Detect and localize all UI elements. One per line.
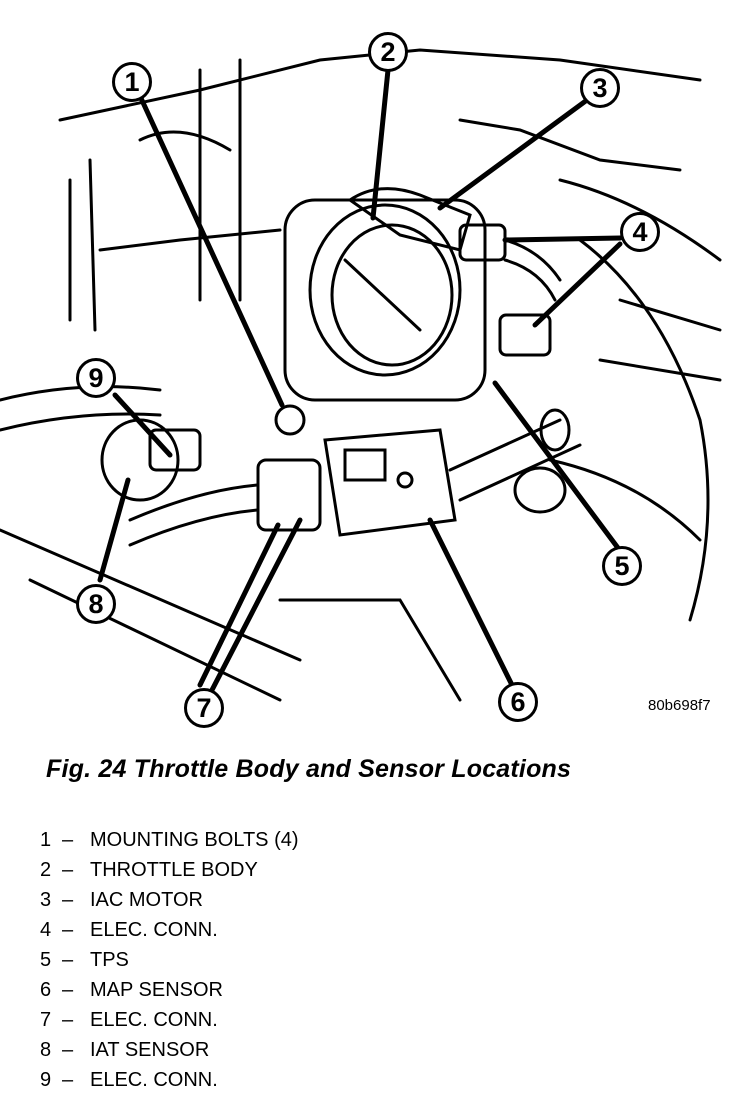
connector-7-shape [256,458,322,532]
leader-line-4b [532,241,623,328]
harness-7 [128,483,260,547]
map-sensor-shape [323,428,457,537]
leader-line-7b [209,517,303,693]
leader-line-6 [427,517,515,688]
legend-label: ELEC. CONN. [90,1009,218,1031]
tps-connector-shape [498,313,552,357]
throttle-body-shape [283,198,487,402]
harness-9 [0,385,162,432]
engine-line-art [0,528,302,702]
engine-line-art [548,458,702,542]
legend-number: 8 [40,1039,52,1061]
legend-separator: – [62,829,74,851]
legend-number: 3 [40,889,52,911]
map-sensor-screw [396,471,414,489]
legend-separator: – [62,1069,74,1091]
legend-separator: – [62,859,74,881]
figure-caption: Fig. 24 Throttle Body and Sensor Locatio… [46,755,572,783]
engine-line-art [138,130,232,152]
legend-number: 4 [40,919,52,941]
engine-line-art [578,238,710,622]
legend-number: 9 [40,1069,52,1091]
callout-3: 3 [580,68,620,108]
legend-separator: – [62,889,74,911]
leader-line-1 [137,93,285,408]
engine-line-art [198,58,242,302]
legend-list: 1–MOUNTING BOLTS (4) 2–THROTTLE BODY 3–I… [40,828,299,1098]
leader-line-5 [492,380,621,551]
throttle-plate [343,258,422,332]
legend-separator: – [62,979,74,1001]
figure-id-code: 80b698f7 [648,697,711,714]
legend-label: MAP SENSOR [90,979,223,1001]
legend-label: MOUNTING BOLTS (4) [90,829,299,851]
engine-line-art [458,118,682,172]
iat-sensor-shape [100,418,180,502]
harness-4 [503,238,562,302]
legend-label: ELEC. CONN. [90,919,218,941]
callout-2: 2 [368,32,408,72]
engine-line-art [278,598,462,702]
engine-line-art [598,298,722,382]
engine-line-art [558,178,722,262]
legend-label: IAT SENSOR [90,1039,210,1061]
legend-number: 6 [40,979,52,1001]
throttle-bore [308,203,462,377]
iac-motor-shape [347,187,472,252]
callout-4: 4 [620,212,660,252]
legend-number: 7 [40,1009,52,1031]
leader-line-3 [437,97,590,211]
leader-line-8 [97,477,131,583]
legend-item: 5–TPS [40,948,299,978]
legend-number: 2 [40,859,52,881]
legend-separator: – [62,1039,74,1061]
leader-line-7a [197,522,281,688]
leader-line-9 [112,392,173,458]
leader-line-2 [370,67,391,221]
legend-number: 5 [40,949,52,971]
connector-9-shape [148,428,202,472]
callout-5: 5 [602,546,642,586]
engine-illustration [0,48,722,702]
callout-8: 8 [76,584,116,624]
mounting-bolt [274,404,306,436]
legend-item: 3–IAC MOTOR [40,888,299,918]
legend-label: ELEC. CONN. [90,1069,218,1091]
legend-label: THROTTLE BODY [90,859,258,881]
legend-separator: – [62,919,74,941]
engine-line-art [98,228,282,252]
legend-item: 4–ELEC. CONN. [40,918,299,948]
legend-item: 6–MAP SENSOR [40,978,299,1008]
legend-item: 1–MOUNTING BOLTS (4) [40,828,299,858]
callout-7: 7 [184,688,224,728]
leader-line-4a [502,235,623,243]
map-sensor-label [343,448,387,482]
callout-6: 6 [498,682,538,722]
engine-line-art [68,158,97,332]
throttle-bore-inner [330,223,454,367]
callout-9: 9 [76,358,116,398]
legend-separator: – [62,1009,74,1031]
legend-label: IAC MOTOR [90,889,203,911]
callout-1: 1 [112,62,152,102]
legend-separator: – [62,949,74,971]
legend-item: 9–ELEC. CONN. [40,1068,299,1098]
legend-item: 8–IAT SENSOR [40,1038,299,1068]
legend-label: TPS [90,949,129,971]
legend-item: 7–ELEC. CONN. [40,1008,299,1038]
legend-item: 2–THROTTLE BODY [40,858,299,888]
legend-number: 1 [40,829,52,851]
